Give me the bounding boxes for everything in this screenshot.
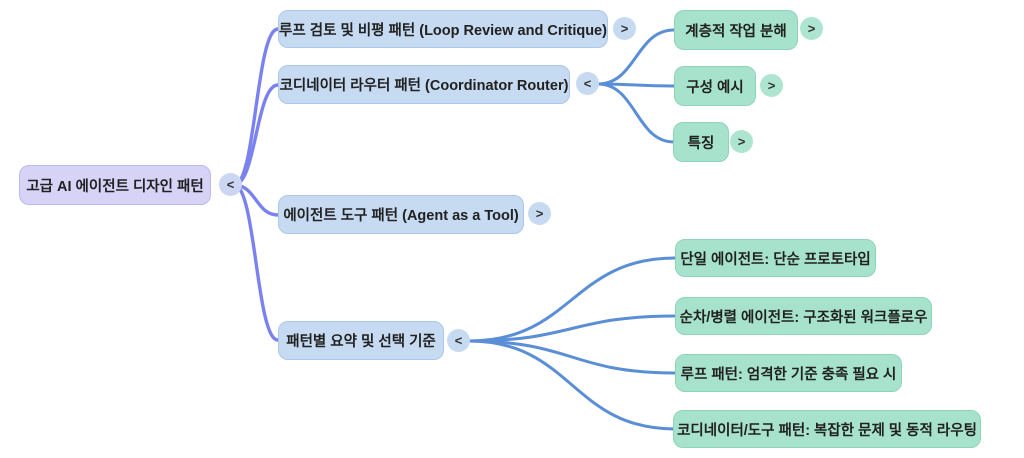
expander-root[interactable]: < xyxy=(219,173,242,196)
expander-composition-example[interactable]: > xyxy=(760,74,783,97)
link-summary-to-single-agent xyxy=(467,256,677,343)
link-root-to-loop-review xyxy=(232,27,280,187)
link-coordinator-to-hierarchical xyxy=(596,28,676,86)
node-root[interactable]: 고급 AI 에이전트 디자인 패턴 xyxy=(19,165,211,205)
expander-pattern-summary[interactable]: < xyxy=(447,329,470,352)
node-pattern-summary[interactable]: 패턴별 요약 및 선택 기준 xyxy=(278,321,444,360)
node-hierarchical-decomposition[interactable]: 계층적 작업 분해 xyxy=(674,10,798,50)
expander-agent-as-tool[interactable]: > xyxy=(528,202,551,225)
node-coordinator-tool-pattern[interactable]: 코디네이터/도구 패턴: 복잡한 문제 및 동적 라우팅 xyxy=(673,410,981,448)
node-features[interactable]: 특징 xyxy=(673,122,729,162)
expander-coordinator-router[interactable]: < xyxy=(576,72,599,95)
node-single-agent[interactable]: 단일 에이전트: 단순 프로토타입 xyxy=(675,239,876,277)
link-summary-to-coordinator-tool xyxy=(467,339,677,431)
node-seq-parallel-agent[interactable]: 순차/병렬 에이전트: 구조화된 워크플로우 xyxy=(675,297,932,335)
node-loop-review-critique[interactable]: 루프 검토 및 비평 패턴 (Loop Review and Critique) xyxy=(278,10,608,48)
node-coordinator-router[interactable]: 코디네이터 라우터 패턴 (Coordinator Router) xyxy=(278,65,570,104)
node-composition-example[interactable]: 구성 예시 xyxy=(674,66,756,106)
expander-features[interactable]: > xyxy=(730,130,753,153)
node-agent-as-tool[interactable]: 에이전트 도구 패턴 (Agent as a Tool) xyxy=(278,195,524,234)
expander-loop-review-critique[interactable]: > xyxy=(613,17,636,40)
expander-hierarchical-decomposition[interactable]: > xyxy=(800,17,823,40)
link-coordinator-to-features xyxy=(596,82,676,144)
link-root-to-pattern-summary xyxy=(232,183,280,342)
link-summary-to-seq-parallel xyxy=(467,314,677,343)
link-summary-to-loop-pattern xyxy=(467,339,677,375)
node-loop-pattern[interactable]: 루프 패턴: 엄격한 기준 충족 필요 시 xyxy=(675,354,902,392)
